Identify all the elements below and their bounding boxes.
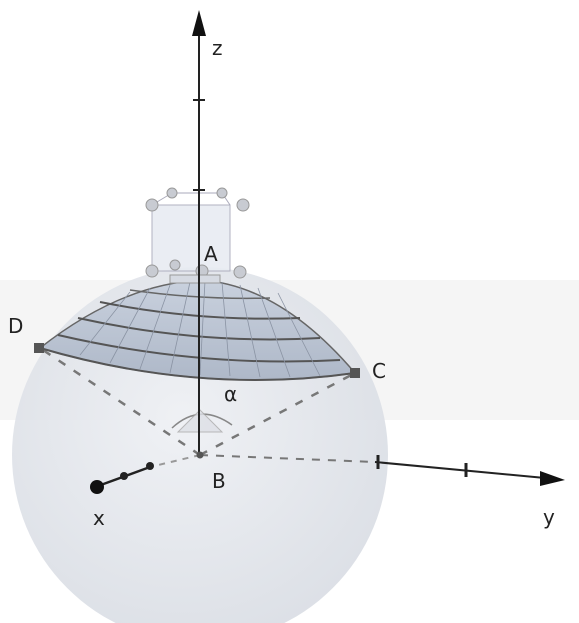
point-a-label: A: [204, 242, 218, 266]
cube: [145, 187, 250, 284]
point-b-label: B: [212, 469, 226, 493]
radius-bd: [39, 346, 201, 457]
point-d-label: D: [8, 314, 23, 338]
x-axis-arrow: [90, 480, 104, 494]
x-axis-label: x: [93, 506, 105, 530]
cap-meridians: [79, 280, 321, 378]
point-c-label: C: [372, 359, 386, 383]
radius-bc: [199, 371, 356, 457]
y-axis: [374, 461, 546, 479]
z-axis-label: z: [212, 36, 223, 60]
y-axis-arrow: [540, 471, 565, 486]
point-d-marker: [34, 343, 44, 353]
x-tick-2: [120, 472, 128, 480]
x-tick-1: [146, 462, 154, 470]
y-axis-label: y: [543, 505, 555, 529]
point-c-marker: [350, 368, 360, 378]
x-axis-hidden: [149, 454, 201, 468]
point-b: [196, 451, 204, 459]
angle-alpha-label: α: [224, 382, 237, 406]
y-axis-hidden: [199, 454, 376, 463]
z-axis-arrow: [192, 10, 206, 36]
